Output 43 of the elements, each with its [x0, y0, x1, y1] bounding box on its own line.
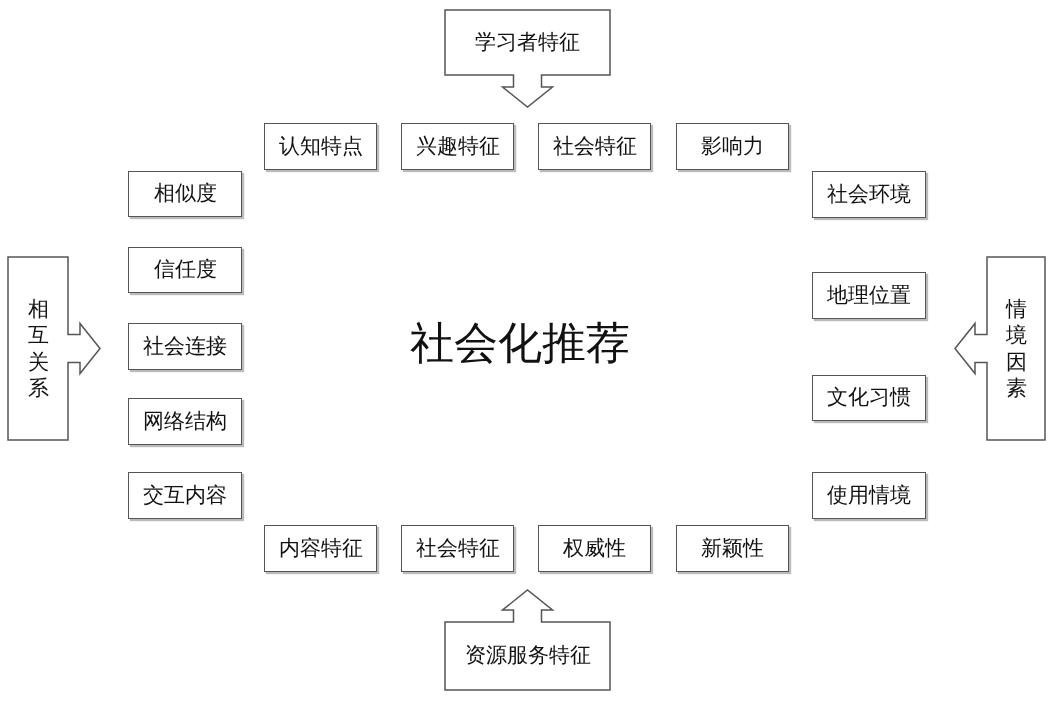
feature-box: [264, 123, 377, 170]
feature-box: [812, 472, 926, 519]
feature-box: [538, 123, 651, 170]
feature-label: 认知特点: [278, 134, 363, 159]
feature-label: 新颖性: [701, 536, 764, 561]
category-label: 资源服务特征: [464, 644, 591, 668]
feature-box: [128, 398, 242, 445]
category-label: 相互关系: [27, 296, 49, 401]
category-label: 情境因素: [1005, 296, 1027, 401]
feature-label: 社会连接: [143, 334, 227, 359]
feature-label: 内容特征: [278, 536, 363, 561]
center-title: 社会化推荐: [410, 316, 630, 370]
feature-label: 影响力: [701, 134, 764, 159]
arrow-callout-box: [445, 10, 610, 107]
feature-box: [812, 375, 926, 421]
arrow-callout-box: [955, 257, 1045, 440]
arrow-callout-box: [445, 590, 610, 690]
feature-label: 社会特征: [552, 134, 637, 159]
feature-label: 社会环境: [827, 182, 911, 207]
feature-label: 兴趣特征: [415, 134, 500, 159]
feature-box: [264, 525, 377, 572]
feature-box: [812, 171, 926, 218]
feature-label: 网络结构: [143, 409, 227, 434]
feature-box: [128, 472, 242, 519]
feature-box: [676, 525, 789, 572]
feature-label: 文化习惯: [827, 386, 911, 410]
feature-box: [128, 247, 242, 293]
feature-box: [676, 123, 789, 170]
feature-box: [128, 171, 242, 217]
feature-label: 交互内容: [143, 483, 227, 508]
feature-label: 信任度: [153, 258, 217, 282]
arrow-callout-box: [8, 257, 100, 440]
feature-label: 地理位置: [827, 283, 911, 308]
feature-label: 社会特征: [415, 536, 500, 561]
feature-box: [401, 525, 514, 572]
feature-box: [128, 323, 242, 370]
category-label: 学习者特征: [475, 30, 580, 55]
feature-box: [401, 123, 514, 170]
feature-label: 权威性: [563, 536, 626, 561]
feature-label: 使用情境: [827, 483, 911, 508]
feature-box: [812, 272, 926, 319]
feature-label: 相似度: [153, 182, 217, 206]
feature-box: [538, 525, 651, 572]
